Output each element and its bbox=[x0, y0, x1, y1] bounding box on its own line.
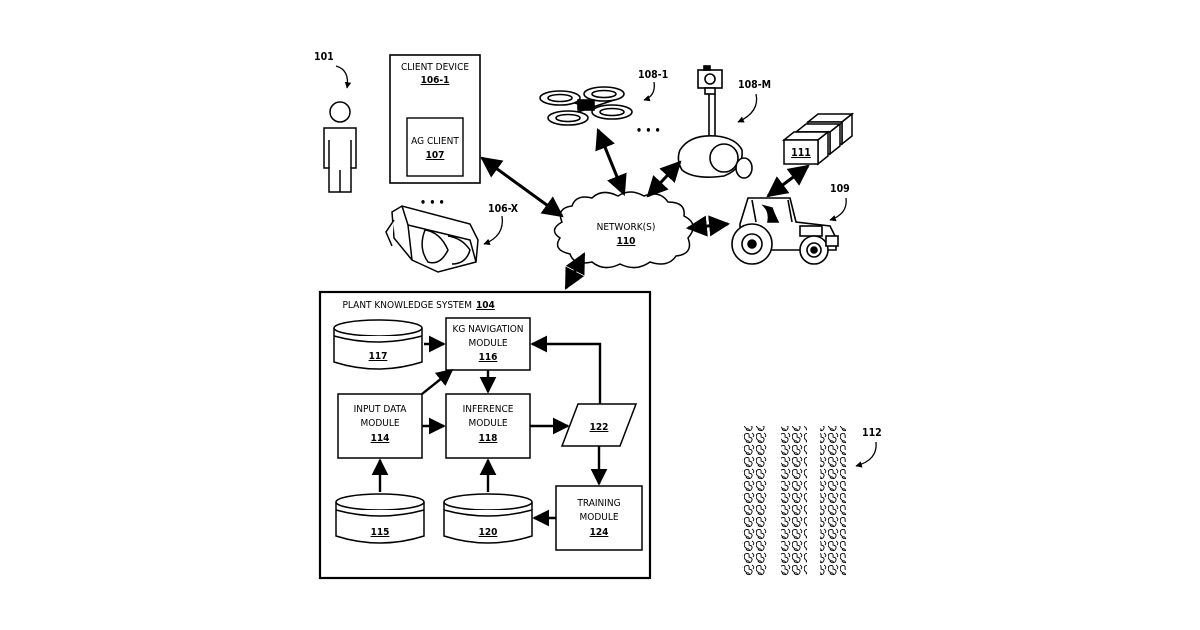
database-115: 115 bbox=[336, 494, 424, 543]
input-data-module: INPUT DATA MODULE 114 bbox=[338, 394, 422, 458]
client-devices-ellipsis: • • • bbox=[420, 197, 445, 209]
svg-text:MODULE: MODULE bbox=[468, 338, 507, 349]
svg-text:118: 118 bbox=[479, 433, 498, 444]
user-figure-icon bbox=[324, 102, 356, 192]
kg-navigation-module: KG NAVIGATION MODULE 116 bbox=[446, 318, 530, 370]
svg-text:MODULE: MODULE bbox=[360, 418, 399, 429]
pks-title: PLANT KNOWLEDGE SYSTEM bbox=[343, 300, 473, 311]
ag-client-box bbox=[407, 118, 463, 176]
svg-text:124: 124 bbox=[590, 527, 609, 538]
drone-ref-label: 108-1 bbox=[638, 69, 668, 81]
svg-text:TRAINING: TRAINING bbox=[576, 498, 620, 509]
network-cloud: NETWORK(S) 110 bbox=[554, 192, 693, 268]
crops-ref-label: 112 bbox=[862, 427, 882, 439]
client-device-box: CLIENT DEVICE 106-1 AG CLIENT 107 bbox=[390, 55, 480, 183]
inference-module: INFERENCE MODULE 118 bbox=[446, 394, 530, 458]
robot-ref-label: 108-M bbox=[738, 79, 771, 91]
svg-text:115: 115 bbox=[371, 527, 390, 538]
user-ref-label: 101 bbox=[314, 51, 348, 88]
svg-text:KG NAVIGATION: KG NAVIGATION bbox=[452, 324, 523, 335]
devices-ellipsis: • • • bbox=[636, 125, 661, 137]
tractor-icon bbox=[732, 198, 838, 264]
svg-text:INPUT DATA: INPUT DATA bbox=[354, 404, 408, 415]
svg-text:INFERENCE: INFERENCE bbox=[463, 404, 514, 415]
vr-headset-ref-label: 106-X bbox=[488, 203, 519, 215]
client-device-title: CLIENT DEVICE bbox=[401, 62, 469, 73]
tractor-ref-label: 109 bbox=[830, 183, 850, 195]
database-117: 117 bbox=[334, 320, 422, 369]
crop-rows-icon bbox=[742, 426, 846, 576]
database-120: 120 bbox=[444, 494, 532, 543]
svg-text:117: 117 bbox=[369, 351, 388, 362]
network-title: NETWORK(S) bbox=[597, 222, 656, 233]
training-module: TRAINING MODULE 124 bbox=[556, 486, 642, 550]
svg-text:122: 122 bbox=[590, 422, 609, 433]
svg-text:116: 116 bbox=[479, 352, 498, 363]
pks-num: 104 bbox=[476, 300, 495, 311]
svg-text:101: 101 bbox=[314, 51, 334, 63]
client-device-num: 106-1 bbox=[421, 75, 450, 86]
svg-text:120: 120 bbox=[479, 527, 498, 538]
svg-text:114: 114 bbox=[371, 433, 390, 444]
network-num: 110 bbox=[617, 236, 636, 247]
vr-headset-icon bbox=[386, 206, 478, 272]
svg-text:MODULE: MODULE bbox=[468, 418, 507, 429]
ag-client-title: AG CLIENT bbox=[411, 136, 459, 147]
drone-icon bbox=[540, 87, 632, 125]
ag-client-num: 107 bbox=[426, 150, 445, 161]
data-122-parallelogram: 122 bbox=[562, 404, 636, 446]
box-111-label: 111 bbox=[791, 147, 811, 159]
svg-text:MODULE: MODULE bbox=[579, 512, 618, 523]
